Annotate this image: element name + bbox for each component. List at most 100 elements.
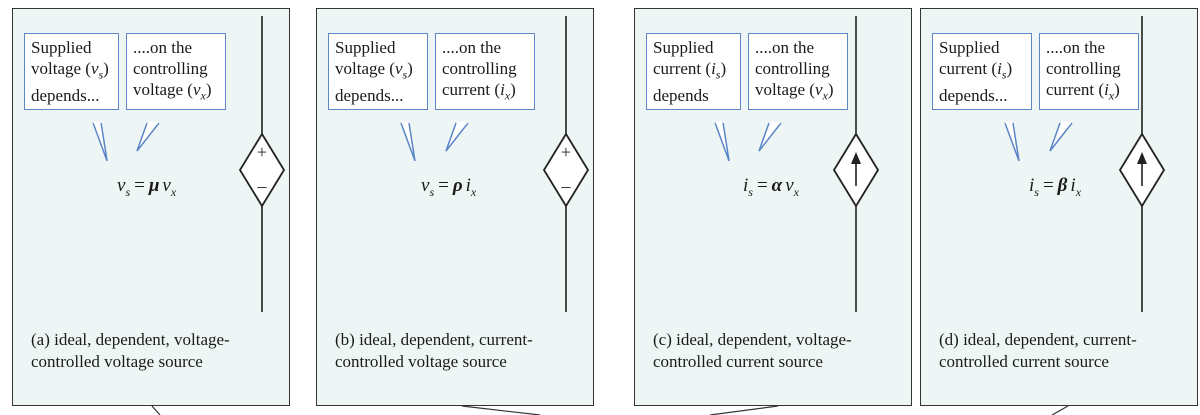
paren-close: )	[1006, 59, 1013, 78]
equation-lhs-subscript: s	[1034, 184, 1039, 199]
caption-line: controlled voltage source	[335, 352, 507, 371]
gain-coefficient: ρ	[452, 175, 463, 196]
paren-close: )	[720, 59, 727, 78]
bubble-line: controlling	[442, 58, 528, 79]
equation-rhs: i	[1070, 175, 1076, 196]
bubble-text: Supplied	[335, 38, 396, 57]
caption-line: (b) ideal, dependent, current-	[335, 330, 533, 349]
paren-close: )	[827, 80, 834, 99]
bubble-text: depends...	[335, 86, 404, 106]
bubble-line: current (ix)	[1046, 79, 1132, 106]
supplied-variable-subscript: s	[98, 67, 104, 82]
equation-lhs: v	[117, 175, 126, 196]
paren-close: )	[103, 59, 109, 78]
supplied-variable: i	[997, 59, 1002, 78]
bubble-line: Supplied	[939, 37, 1025, 58]
supplied-variable: i	[711, 59, 716, 78]
bubble-line: current (ix)	[442, 79, 528, 106]
bubble-line: ....on the	[133, 37, 219, 58]
bubble-text: voltage (	[31, 59, 91, 78]
equation-rhs: v	[162, 175, 171, 196]
equation-rhs: i	[465, 175, 471, 196]
bubble-line: current (is)	[939, 58, 1025, 85]
bubble-line: ....on the	[1046, 37, 1132, 58]
equation-lhs-subscript: s	[429, 184, 435, 199]
bubble-text: controlling	[1046, 59, 1121, 78]
bubble-text: voltage (	[335, 59, 395, 78]
bubble-line: ....on the	[755, 37, 841, 58]
bubble-line: controlling	[133, 58, 219, 79]
supplied-variable: v	[90, 59, 99, 78]
bubble-text: controlling	[442, 59, 517, 78]
bubble-line: controlling	[755, 58, 841, 79]
caption-line: (a) ideal, dependent, voltage-	[31, 330, 230, 349]
equation-lhs-subscript: s	[125, 184, 131, 199]
panel-caption: (d) ideal, dependent, current-controlled…	[939, 329, 1137, 373]
bubble-line: voltage (vx)	[133, 79, 219, 106]
bubble-text: voltage (	[755, 80, 815, 99]
panel-caption: (a) ideal, dependent, voltage-controlled…	[31, 329, 230, 373]
bubble-line: Supplied	[31, 37, 112, 58]
bubble-text: ....on the	[442, 38, 502, 57]
bubble-text: Supplied	[31, 38, 92, 57]
gain-coefficient: α	[771, 175, 783, 196]
bubble-text: current (	[939, 59, 998, 78]
controlling-variable: i	[1104, 80, 1109, 99]
caption-line: controlled current source	[653, 352, 823, 371]
controlling-variable-subscript: x	[504, 88, 511, 103]
equation-rhs-subscript: x	[793, 184, 799, 199]
paren-close: )	[205, 80, 212, 99]
equation-lhs: i	[743, 175, 749, 196]
bubble-line: voltage (vx)	[755, 79, 841, 106]
bubble-line: depends...	[335, 85, 421, 106]
bubble-text: controlling	[133, 59, 208, 78]
bubble-text: ....on the	[755, 38, 815, 57]
equation-rhs-subscript: x	[1075, 184, 1082, 199]
bubble-text: controlling	[755, 59, 830, 78]
controlling-variable-subscript: x	[1108, 88, 1115, 103]
equation-rhs: v	[785, 175, 794, 196]
equation-rhs-subscript: x	[170, 184, 177, 199]
bubble-text: Supplied	[653, 38, 714, 57]
bubble-line: controlling	[1046, 58, 1132, 79]
bubble-line: voltage (vs)	[31, 58, 112, 85]
supplied-variable-subscript: s	[715, 67, 721, 82]
paren-close: )	[407, 59, 413, 78]
equation-equals: =	[438, 175, 449, 196]
bubble-text: depends	[653, 86, 709, 106]
caption-line: controlled voltage source	[31, 352, 203, 371]
caption-line: (c) ideal, dependent, voltage-	[653, 330, 852, 349]
equation-rhs-subscript: x	[470, 184, 477, 199]
caption-line: controlled current source	[939, 352, 1109, 371]
paren-close: )	[510, 80, 516, 99]
supplied-quantity-bubble: Supplied voltage (vs)depends...	[328, 33, 428, 111]
supplied-variable-subscript: s	[402, 67, 408, 82]
caption-line: (d) ideal, dependent, current-	[939, 330, 1137, 349]
equation-lhs: i	[1029, 175, 1035, 196]
panel-caption: (c) ideal, dependent, voltage-controlled…	[653, 329, 852, 373]
bubble-line: Supplied	[653, 37, 734, 58]
bubble-text: current (	[1046, 80, 1105, 99]
bubble-text: depends...	[31, 86, 100, 106]
bubble-text: Supplied	[939, 38, 1000, 57]
equation-equals: =	[756, 175, 768, 196]
controlling-variable: v	[814, 80, 823, 99]
gain-coefficient: μ	[148, 175, 160, 196]
bubble-text: current (	[442, 80, 501, 99]
supplied-variable: v	[394, 59, 403, 78]
paren-close: )	[1114, 80, 1120, 99]
